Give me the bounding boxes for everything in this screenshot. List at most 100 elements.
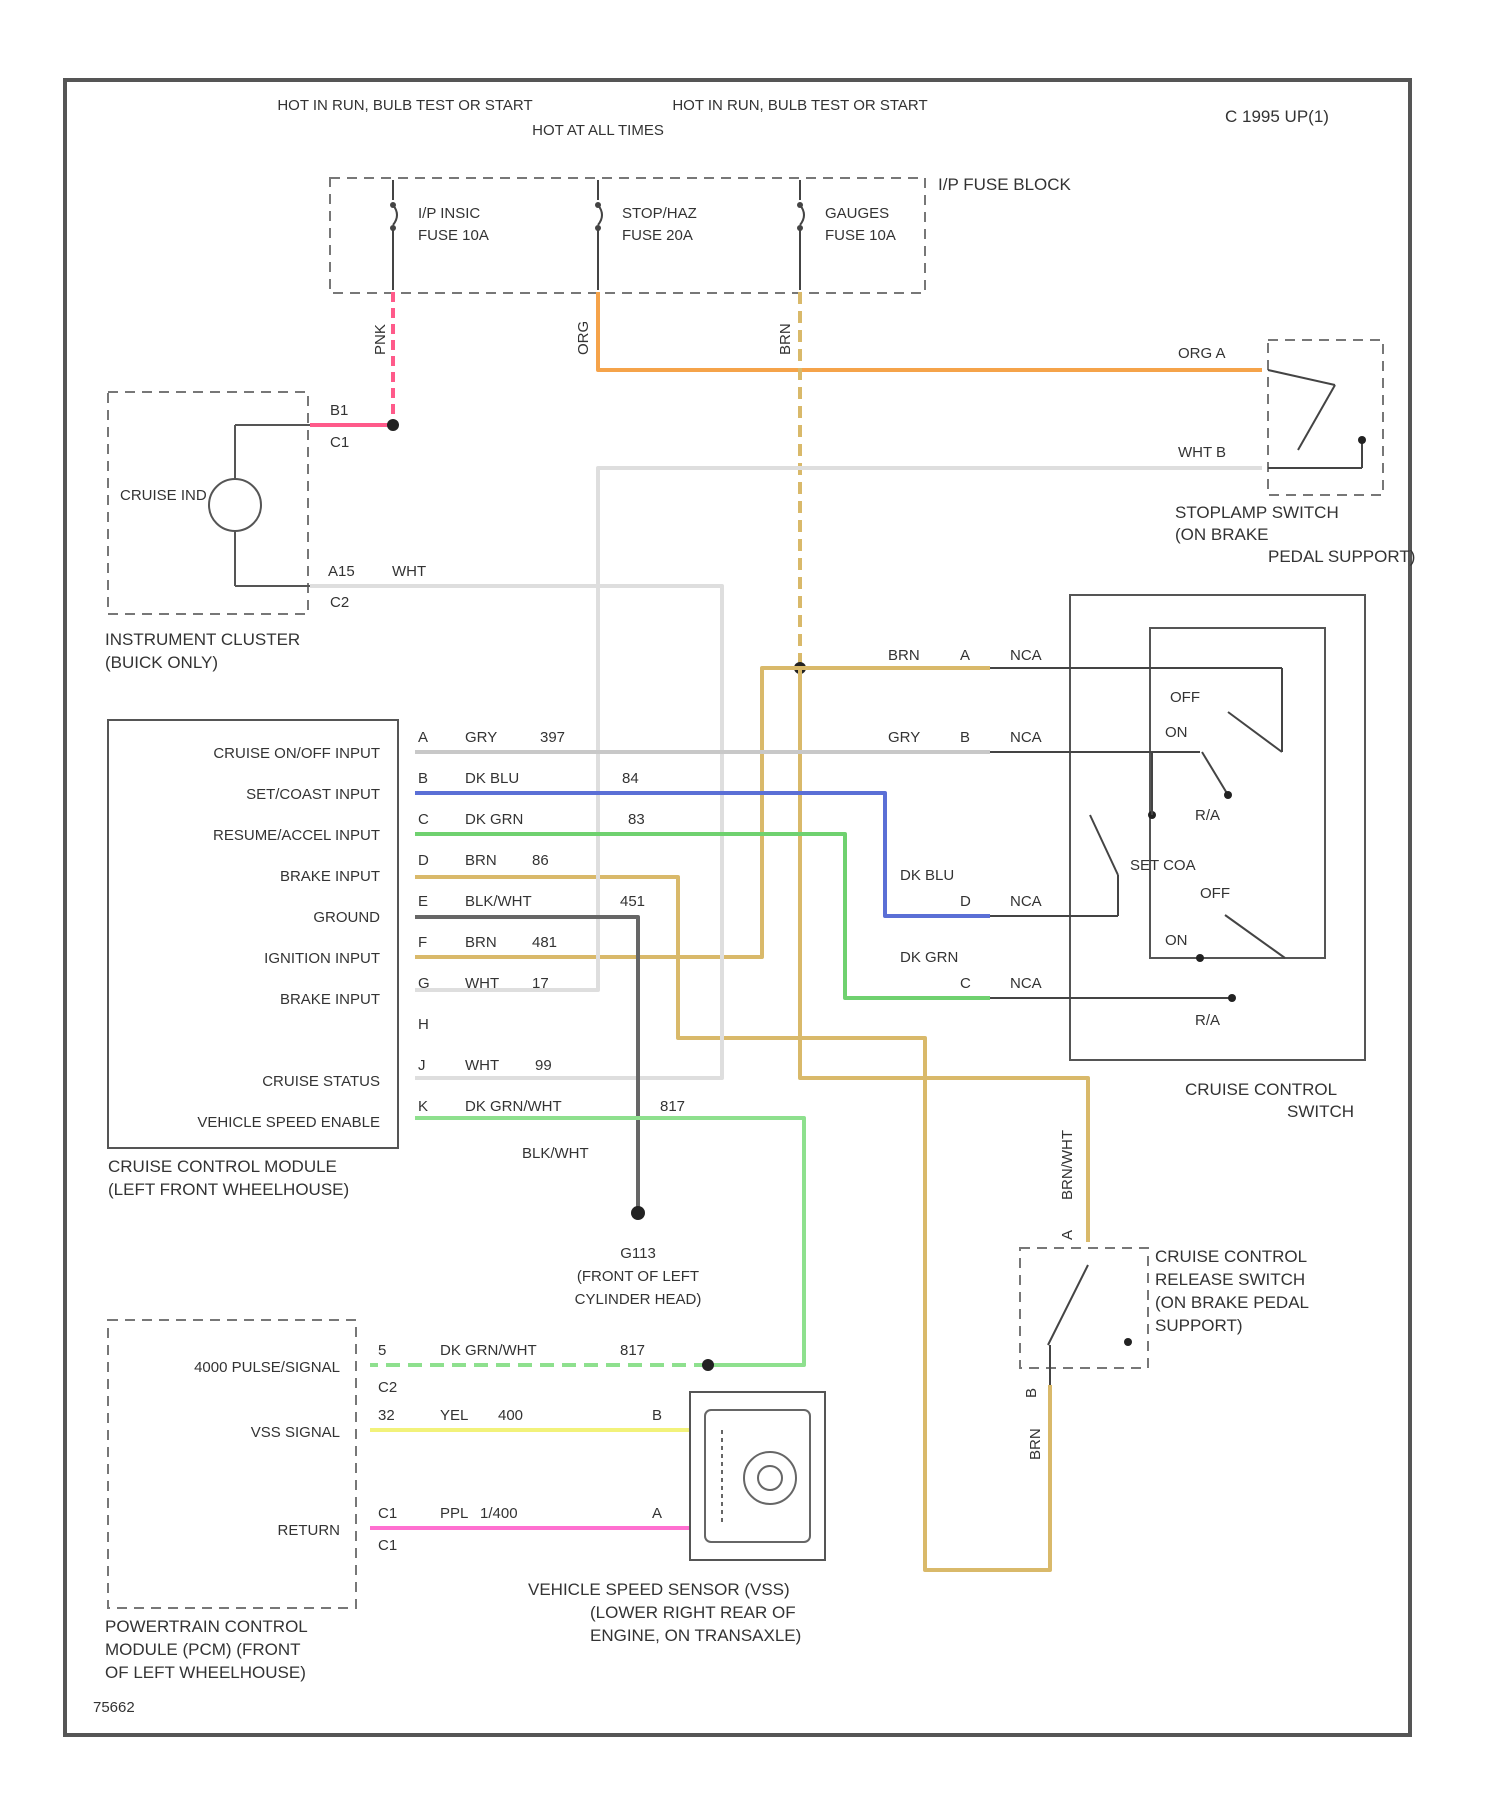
module-label-1: CRUISE CONTROL MODULE xyxy=(108,1157,337,1176)
svg-text:397: 397 xyxy=(540,729,565,746)
switch-pin-c: C xyxy=(960,975,971,992)
pcm-row-wire: DK GRN/WHT xyxy=(440,1342,537,1359)
svg-text:WHT: WHT xyxy=(465,975,499,992)
cluster-wire-bottom: WHT xyxy=(392,563,426,580)
vss-label-3: ENGINE, ON TRANSAXLE) xyxy=(590,1626,801,1645)
ground-wire: BLK/WHT xyxy=(522,1145,589,1162)
switch-rsa-1: R/A xyxy=(1195,807,1220,824)
source-label-1: HOT IN RUN, BULB TEST OR START xyxy=(277,97,532,114)
cluster-conn-bottom: C2 xyxy=(330,594,349,611)
vss-pin-a: A xyxy=(652,1505,662,1522)
ground-location-2: CYLINDER HEAD) xyxy=(575,1291,702,1308)
module-row: SET/COAST INPUT B DK BLU 84 xyxy=(246,770,639,803)
pcm-label-1: POWERTRAIN CONTROL xyxy=(105,1617,308,1636)
svg-text:J: J xyxy=(418,1057,426,1074)
switch-pin-a: A xyxy=(960,647,970,664)
svg-text:DK BLU: DK BLU xyxy=(465,770,519,787)
vss-label-1: VEHICLE SPEED SENSOR (VSS) xyxy=(528,1580,790,1599)
wire-blk-wht xyxy=(415,917,638,1213)
pcm-label-2: MODULE (PCM) (FRONT xyxy=(105,1640,300,1659)
pcm-row-conn: C1 xyxy=(378,1537,397,1554)
model-note: C 1995 UP(1) xyxy=(1225,107,1329,126)
ground-name: G113 xyxy=(620,1245,656,1262)
svg-text:SET/COAST INPUT: SET/COAST INPUT xyxy=(246,786,380,803)
fuse-symbol-2 xyxy=(595,180,602,290)
cluster-label-1: INSTRUMENT CLUSTER xyxy=(105,630,300,649)
svg-text:GROUND: GROUND xyxy=(313,909,380,926)
svg-text:451: 451 xyxy=(620,893,645,910)
pcm-row-pin: 5 xyxy=(378,1342,386,1359)
module-row: H xyxy=(418,1016,429,1033)
vss-label-2: (LOWER RIGHT REAR OF xyxy=(590,1603,796,1622)
pcm-row-circuit: 400 xyxy=(498,1407,523,1424)
module-row: RESUME/ACCEL INPUT C DK GRN 83 xyxy=(213,811,645,844)
cluster-pin-top: B1 xyxy=(330,402,348,419)
switch-wire-gry: GRY xyxy=(888,729,920,746)
module-row: CRUISE STATUS J WHT 99 xyxy=(262,1057,551,1090)
source-label-3: HOT IN RUN, BULB TEST OR START xyxy=(672,97,927,114)
cluster-pin-bottom: A15 xyxy=(328,563,355,580)
pcm-row-wire: PPL xyxy=(440,1505,468,1522)
switch-on-1: ON xyxy=(1165,724,1188,741)
module-row: VEHICLE SPEED ENABLE K DK GRN/WHT 817 xyxy=(197,1098,685,1131)
wire-org xyxy=(598,292,1262,370)
svg-text:83: 83 xyxy=(628,811,645,828)
wire-label-brn: BRN xyxy=(777,323,794,355)
switch-nca-c: NCA xyxy=(1010,975,1042,992)
fuse-symbol-1 xyxy=(390,180,397,290)
svg-text:817: 817 xyxy=(660,1098,685,1115)
pcm-row-conn: C2 xyxy=(378,1379,397,1396)
stoplamp-pin-a: ORG A xyxy=(1178,345,1226,362)
pcm-row-circuit: 817 xyxy=(620,1342,645,1359)
wire-brn-brake xyxy=(415,877,1050,1570)
svg-text:D: D xyxy=(418,852,429,869)
fuse-rating-3: FUSE 10A xyxy=(825,227,896,244)
instrument-cluster: CRUISE IND B1 C1 A15 WHT C2 INSTRUMENT C… xyxy=(105,392,426,672)
switch-label-1: CRUISE CONTROL xyxy=(1185,1080,1337,1099)
release-label-2: RELEASE SWITCH xyxy=(1155,1270,1305,1289)
switch-pin-d: D xyxy=(960,893,971,910)
switch-wire-brn: BRN xyxy=(888,647,920,664)
switch-pin-b: B xyxy=(960,729,970,746)
fuse-symbol-3 xyxy=(797,180,804,290)
svg-text:BRN: BRN xyxy=(465,934,497,951)
svg-text:CRUISE ON/OFF INPUT: CRUISE ON/OFF INPUT xyxy=(213,745,380,762)
stoplamp-switch: ORG A WHT B STOPLAMP SWITCH (ON BRAKE PE… xyxy=(1175,340,1415,566)
pcm-row-name: RETURN xyxy=(278,1522,341,1539)
switch-off-1: OFF xyxy=(1170,689,1200,706)
switch-on-2: ON xyxy=(1165,932,1188,949)
module-label-2: (LEFT FRONT WHEELHOUSE) xyxy=(108,1180,349,1199)
powertrain-control-module: 4000 PULSE/SIGNAL 5 DK GRN/WHT 817 C2 VS… xyxy=(105,1320,645,1682)
fuse-name-3: GAUGES xyxy=(825,205,889,222)
svg-text:99: 99 xyxy=(535,1057,552,1074)
svg-text:VEHICLE SPEED ENABLE: VEHICLE SPEED ENABLE xyxy=(197,1114,380,1131)
switch-off-2: OFF xyxy=(1200,885,1230,902)
switch-set-coa: SET COA xyxy=(1130,857,1196,874)
svg-text:84: 84 xyxy=(622,770,639,787)
wire-dk-grn-wht xyxy=(415,1118,804,1365)
switch-nca-d: NCA xyxy=(1010,893,1042,910)
switch-nca-b: NCA xyxy=(1010,729,1042,746)
fuse-rating-1: FUSE 10A xyxy=(418,227,489,244)
fuse-block: I/P FUSE BLOCK HOT IN RUN, BULB TEST OR … xyxy=(277,97,1071,355)
release-label-4: SUPPORT) xyxy=(1155,1316,1243,1335)
pcm-row-pin: 32 xyxy=(378,1407,395,1424)
module-row: BRAKE INPUT D BRN 86 xyxy=(280,852,549,885)
source-label-2: HOT AT ALL TIMES xyxy=(532,122,664,139)
pcm-row-name: 4000 PULSE/SIGNAL xyxy=(194,1359,340,1376)
release-switch: BRN/WHT A B BRN CRUISE CONTROL RELEASE S… xyxy=(1020,1130,1309,1460)
fuse-rating-2: FUSE 20A xyxy=(622,227,693,244)
pcm-row-name: VSS SIGNAL xyxy=(251,1424,340,1441)
module-row: GROUND E BLK/WHT 451 xyxy=(313,893,645,926)
svg-text:BLK/WHT: BLK/WHT xyxy=(465,893,532,910)
release-wire-bottom: BRN xyxy=(1027,1428,1044,1460)
svg-text:BRN: BRN xyxy=(465,852,497,869)
release-label-1: CRUISE CONTROL xyxy=(1155,1247,1307,1266)
fuse-name-1: I/P INSIC xyxy=(418,205,480,222)
svg-text:F: F xyxy=(418,934,427,951)
svg-text:BRAKE INPUT: BRAKE INPUT xyxy=(280,868,380,885)
svg-text:CRUISE STATUS: CRUISE STATUS xyxy=(262,1073,380,1090)
pcm-row-circuit: 1/400 xyxy=(480,1505,518,1522)
switch-nca-a: NCA xyxy=(1010,647,1042,664)
